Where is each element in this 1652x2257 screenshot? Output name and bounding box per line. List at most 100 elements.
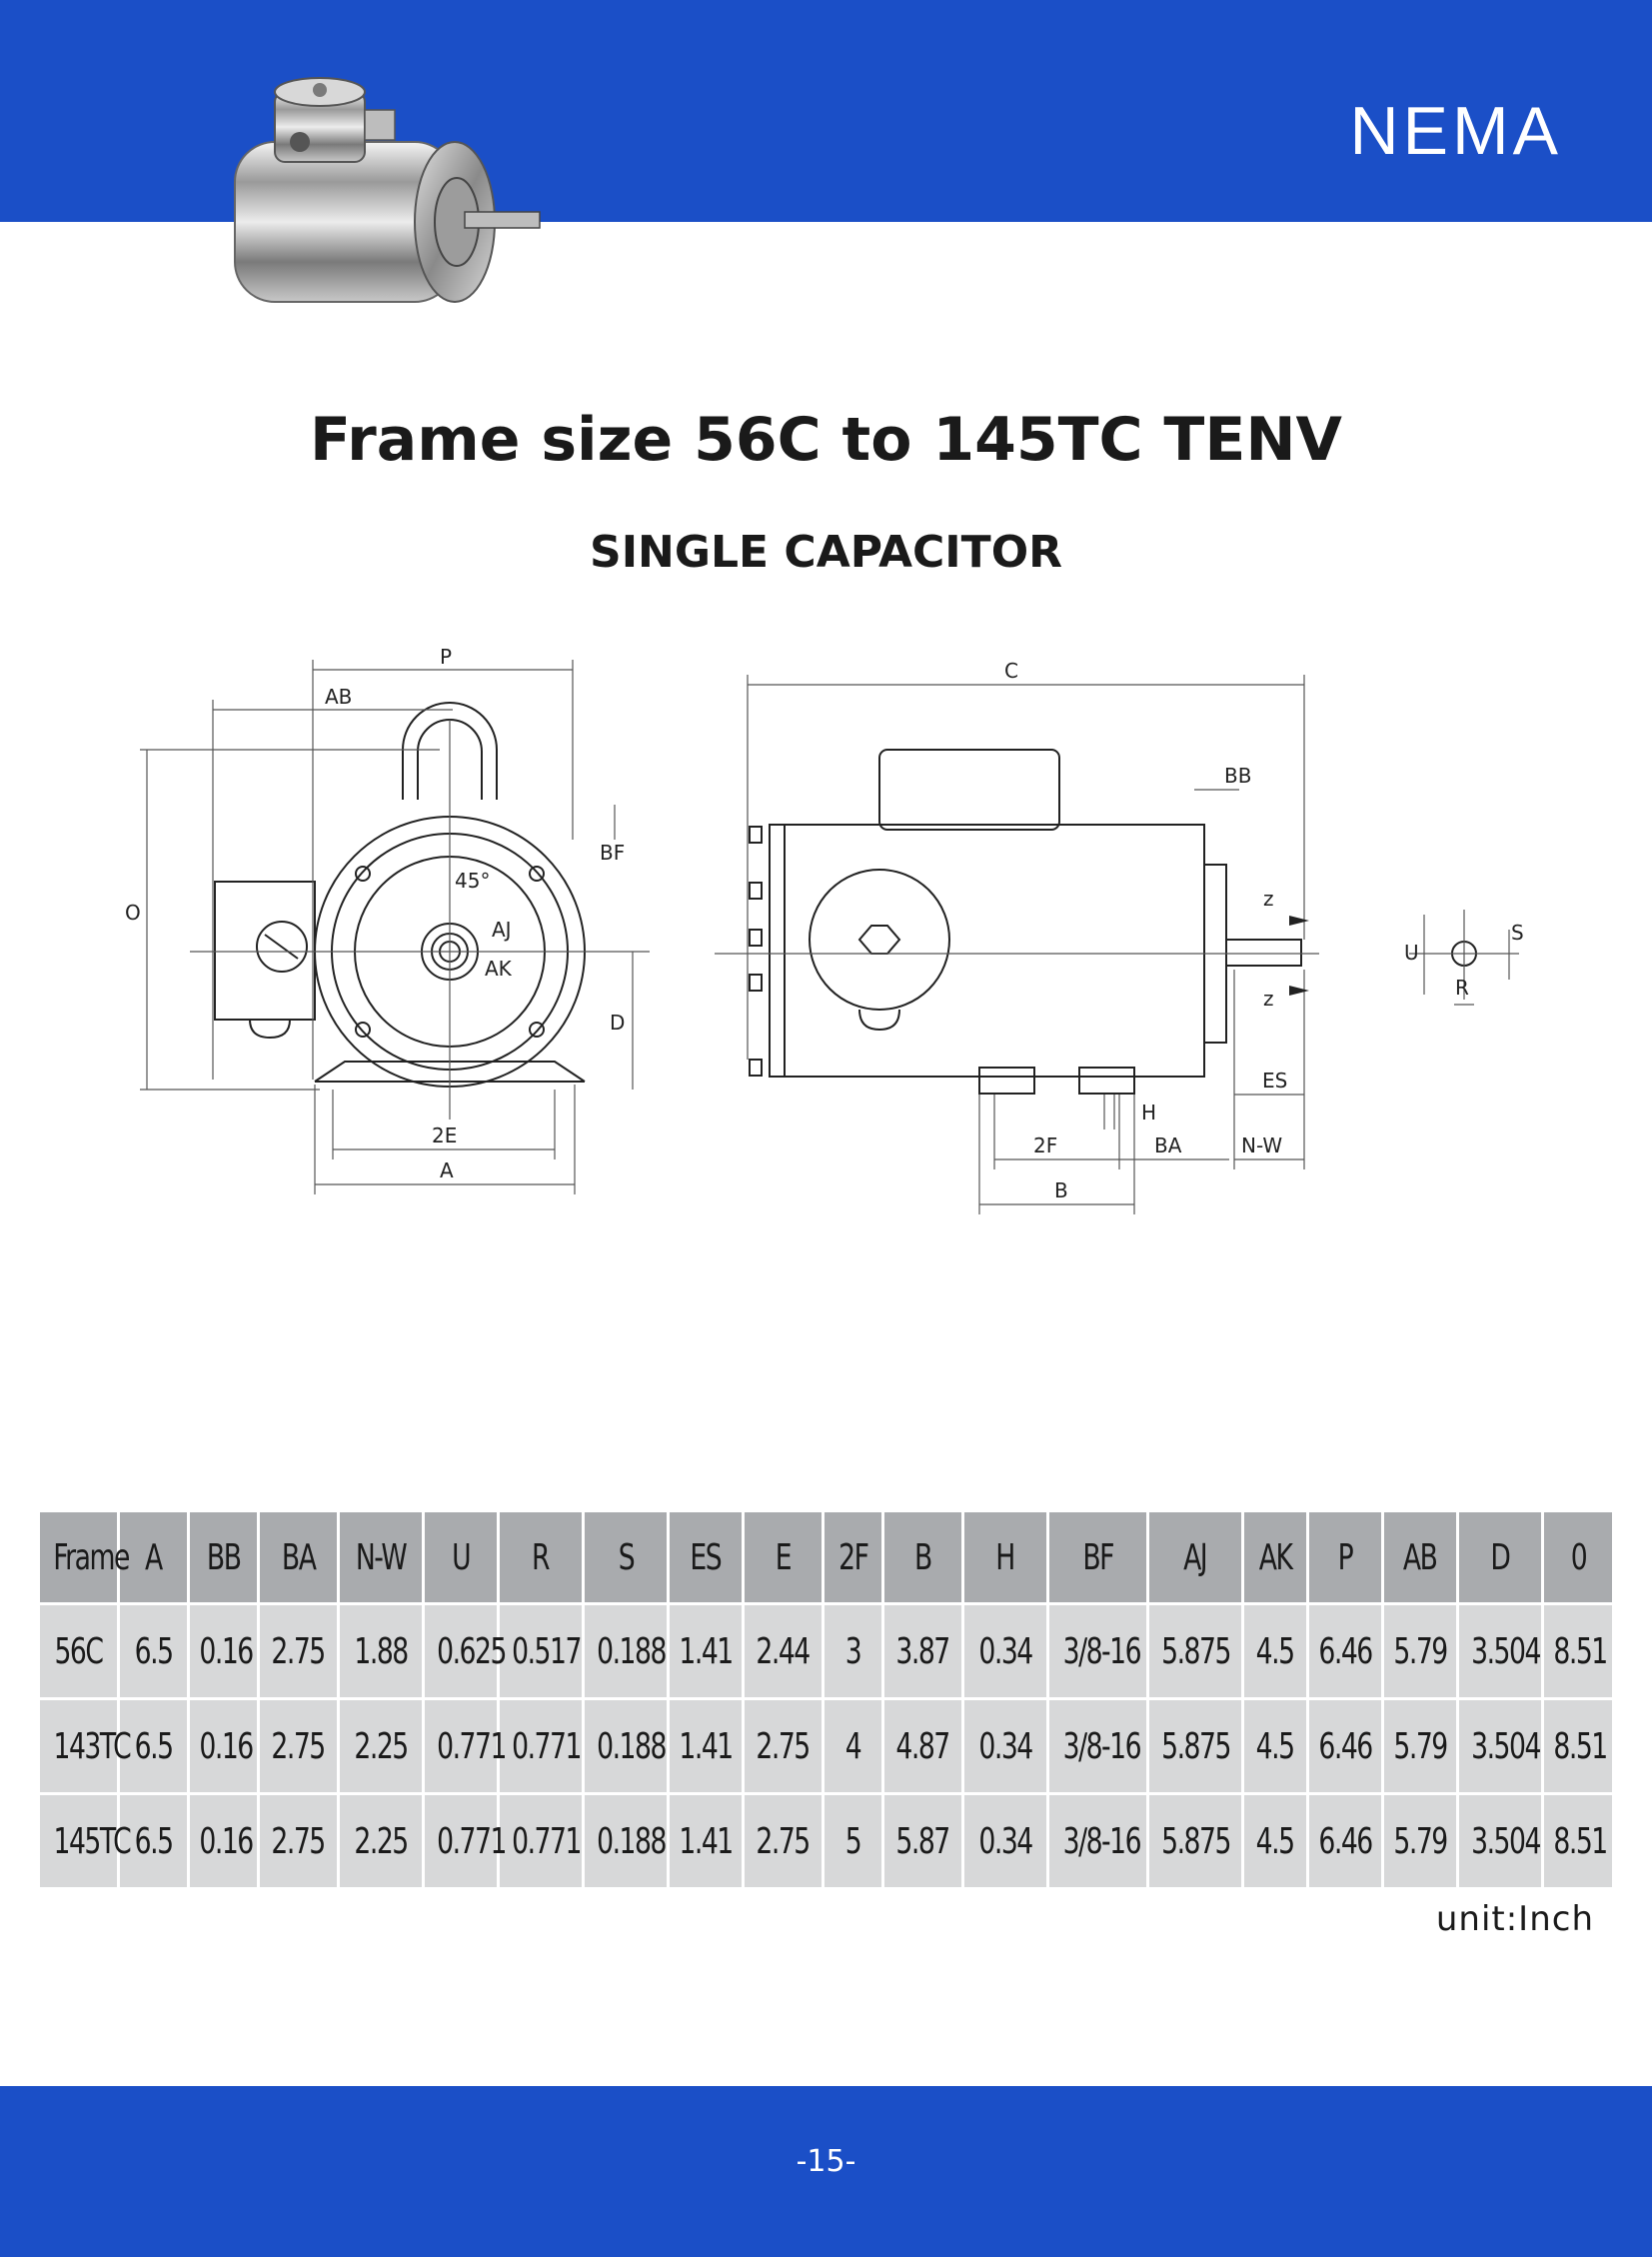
- unit-note: unit:Inch: [1435, 1899, 1594, 1939]
- table-cell: 2.25: [337, 1697, 425, 1795]
- table-cell: 2.75: [257, 1697, 340, 1795]
- table-cell: 0.16: [187, 1697, 260, 1795]
- table-cell: 56C: [37, 1602, 120, 1700]
- table-cell: 0.517: [497, 1602, 585, 1700]
- label-S: S: [1511, 921, 1524, 945]
- table-cell: 0.771: [422, 1792, 507, 1890]
- label-O: O: [125, 901, 141, 925]
- header-cell: N-W: [337, 1509, 425, 1605]
- table-cell: 5.79: [1381, 1697, 1459, 1795]
- label-U: U: [1404, 941, 1419, 965]
- label-A: A: [440, 1158, 454, 1182]
- label-2F: 2F: [1033, 1133, 1057, 1157]
- label-N-W: N-W: [1241, 1133, 1282, 1157]
- header-cell: 0: [1541, 1509, 1615, 1605]
- header-cell: A: [117, 1509, 190, 1605]
- brand-title: NEMA: [1349, 93, 1562, 169]
- table-cell: 6.5: [117, 1602, 190, 1700]
- dimension-drawing: P AB O BF 45° AJ AK D 2E A C BB ES H 2F …: [125, 645, 1524, 1214]
- table-cell: 8.51: [1541, 1602, 1615, 1700]
- table-cell: 0.34: [961, 1602, 1049, 1700]
- table-cell: 0.771: [497, 1697, 585, 1795]
- table-cell: 3/8-16: [1046, 1697, 1149, 1795]
- label-C: C: [1004, 659, 1018, 683]
- header-cell: H: [961, 1509, 1049, 1605]
- table-cell: 6.46: [1306, 1602, 1384, 1700]
- table-cell: 4.87: [881, 1697, 964, 1795]
- label-BA: BA: [1154, 1133, 1182, 1157]
- table-cell: 1.41: [667, 1697, 745, 1795]
- header-cell: R: [497, 1509, 585, 1605]
- table-cell: 0.34: [961, 1792, 1049, 1890]
- footer-bar: [0, 2086, 1652, 2257]
- table-cell: 4.5: [1241, 1697, 1309, 1795]
- header-cell: U: [422, 1509, 500, 1605]
- header-cell: AJ: [1146, 1509, 1244, 1605]
- table-cell: 5.79: [1381, 1602, 1459, 1700]
- table-row: 56C 6.5 0.16 2.75 1.88 0.625 0.517 0.188…: [37, 1602, 1615, 1700]
- table-cell: 5.875: [1146, 1602, 1244, 1700]
- header-cell: BA: [257, 1509, 340, 1605]
- table-cell: 3.87: [881, 1602, 964, 1700]
- page-title: Frame size 56C to 145TC TENV: [310, 405, 1342, 475]
- table-cell: 2.44: [742, 1602, 825, 1700]
- motor-photo: [234, 77, 541, 303]
- header-cell: E: [742, 1509, 825, 1605]
- table-cell: 4.5: [1241, 1602, 1309, 1700]
- dimension-table: Frame A BB BA N-W U R S ES E 2F B H BF A…: [37, 1509, 1615, 1890]
- table-cell: 0.188: [582, 1602, 670, 1700]
- table-row: 145TC 6.5 0.16 2.75 2.25 0.771 0.771 0.1…: [37, 1792, 1615, 1890]
- table-cell: 1.41: [667, 1602, 745, 1700]
- header-cell: ES: [667, 1509, 745, 1605]
- table-cell: 6.46: [1306, 1792, 1384, 1890]
- table-cell: 3/8-16: [1046, 1792, 1149, 1890]
- table-cell: 3.504: [1456, 1602, 1544, 1700]
- table-header-row: Frame A BB BA N-W U R S ES E 2F B H BF A…: [37, 1509, 1615, 1605]
- table-cell: 5: [822, 1792, 884, 1890]
- table-cell: 5.875: [1146, 1792, 1244, 1890]
- header-cell: BB: [187, 1509, 260, 1605]
- label-AJ: AJ: [492, 918, 512, 942]
- table-cell: 2.75: [257, 1602, 340, 1700]
- table-cell: 3.504: [1456, 1792, 1544, 1890]
- table-cell: 143TC: [37, 1697, 132, 1795]
- table-row: 143TC 6.5 0.16 2.75 2.25 0.771 0.771 0.1…: [37, 1697, 1615, 1795]
- label-D: D: [610, 1011, 625, 1035]
- label-P: P: [440, 645, 452, 669]
- header-cell: AK: [1241, 1509, 1309, 1605]
- table-cell: 1.41: [667, 1792, 745, 1890]
- header-cell: 2F: [822, 1509, 884, 1605]
- table-cell: 5.87: [881, 1792, 964, 1890]
- table-cell: 0.771: [497, 1792, 585, 1890]
- label-B: B: [1054, 1178, 1068, 1202]
- table-cell: 3/8-16: [1046, 1602, 1149, 1700]
- table-cell: 0.188: [582, 1792, 670, 1890]
- label-BB: BB: [1224, 764, 1251, 788]
- table-cell: 3.504: [1456, 1697, 1544, 1795]
- table-cell: 5.79: [1381, 1792, 1459, 1890]
- label-R: R: [1455, 976, 1469, 1000]
- header-cell: S: [582, 1509, 670, 1605]
- header-cell: D: [1456, 1509, 1544, 1605]
- label-z-bottom: z: [1263, 987, 1274, 1011]
- header-cell: B: [881, 1509, 964, 1605]
- table-cell: 4: [822, 1697, 884, 1795]
- table-cell: 6.5: [117, 1792, 190, 1890]
- table-cell: 0.625: [422, 1602, 507, 1700]
- label-H: H: [1141, 1101, 1156, 1125]
- table-cell: 2.75: [742, 1697, 825, 1795]
- label-BF: BF: [600, 841, 625, 865]
- label-45: 45°: [455, 869, 490, 893]
- table-cell: 3: [822, 1602, 884, 1700]
- table-cell: 145TC: [37, 1792, 132, 1890]
- table-cell: 6.46: [1306, 1697, 1384, 1795]
- table-cell: 8.51: [1541, 1697, 1615, 1795]
- label-z-top: z: [1263, 887, 1274, 911]
- table-cell: 2.75: [257, 1792, 340, 1890]
- table-cell: 1.88: [337, 1602, 425, 1700]
- table-cell: 0.16: [187, 1792, 260, 1890]
- label-AK: AK: [485, 957, 513, 981]
- header-cell: AB: [1381, 1509, 1459, 1605]
- table-cell: 8.51: [1541, 1792, 1615, 1890]
- table-cell: 0.771: [422, 1697, 507, 1795]
